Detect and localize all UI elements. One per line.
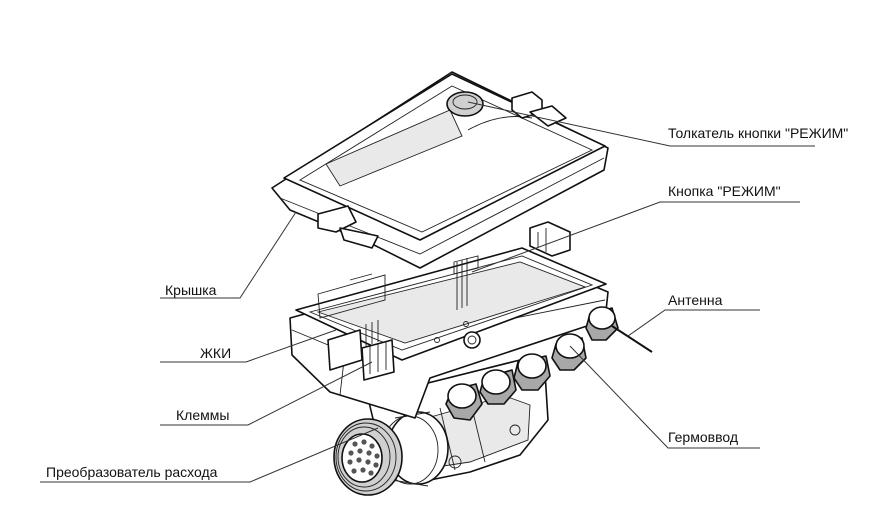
- label-cover: Крышка: [165, 282, 217, 298]
- label-flow-converter: Преобразователь расхода: [46, 464, 218, 480]
- antenna-wire: [611, 325, 653, 353]
- label-pusher: Толкатель кнопки "РЕЖИМ": [668, 125, 848, 141]
- label-button: Кнопка "РЕЖИМ": [668, 183, 781, 199]
- label-gland: Гермоввод: [668, 429, 738, 445]
- cable-glands: [445, 306, 619, 421]
- threaded-connector: [333, 418, 403, 496]
- terminal-block: [361, 320, 395, 381]
- label-terminals: Клеммы: [176, 407, 229, 423]
- electronics-box: [289, 221, 653, 421]
- label-antenna: Антенна: [668, 292, 723, 308]
- label-lcd: ЖКИ: [200, 345, 231, 361]
- leader-lines: [40, 101, 815, 483]
- cover-drawing: [271, 71, 609, 269]
